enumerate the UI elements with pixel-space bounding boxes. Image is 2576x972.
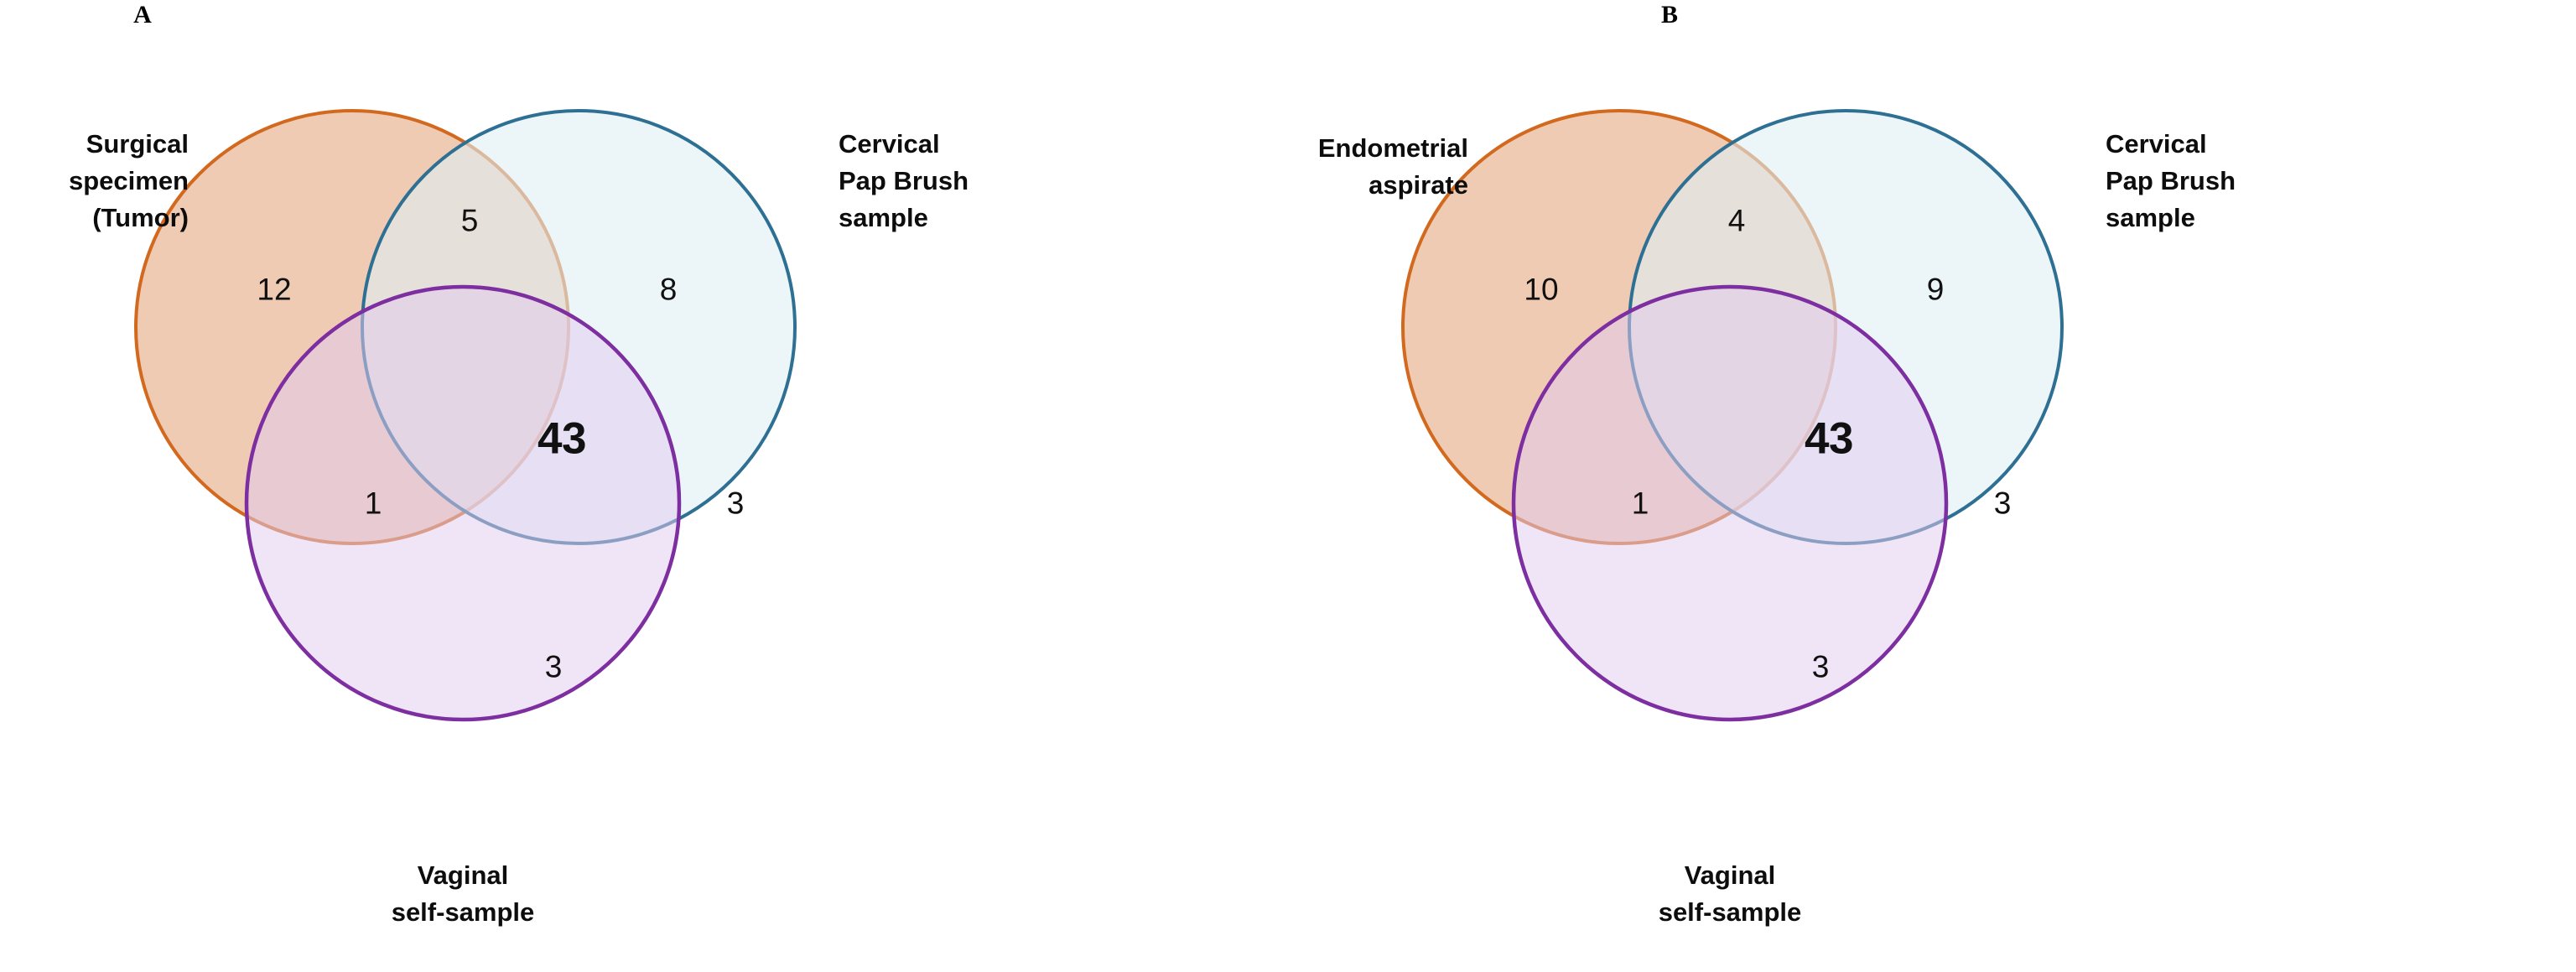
count-right-only-b: 9 [1926,272,1945,307]
panel-a: A Surgical specimen (Tumor) Cervical Pap… [68,1,969,928]
set-label-right-b: Cervical Pap Brush sample [2106,129,2236,233]
count-all-three-a: 43 [538,413,586,464]
count-right-only-a: 8 [659,272,678,307]
count-left-right-a: 5 [460,203,479,238]
count-left-bottom-a: 1 [364,486,382,521]
count-bottom-only-a: 3 [544,649,563,684]
circle-bottom-set-a [244,284,682,722]
panel-b: B Endometrial aspirate Cervical Pap Brus… [1288,0,2576,972]
set-label-right-a: Cervical Pap Brush sample [839,129,969,233]
count-left-only-a: 12 [257,272,292,307]
set-label-left-b: Endometrial aspirate [1317,133,1468,200]
panel-a-letter: A [133,1,152,29]
circle-bottom-set-b [1511,284,1949,722]
count-left-right-b: 4 [1727,203,1746,238]
set-label-bottom-b: Vaginal self-sample [1658,860,1802,928]
count-left-bottom-b: 1 [1631,486,1649,521]
count-bottom-only-b: 3 [1811,649,1830,684]
panel-b-letter: B [1660,1,1678,29]
count-left-only-b: 10 [1524,272,1559,307]
set-label-bottom-a: Vaginal self-sample [391,860,535,928]
set-label-left-a: Surgical specimen (Tumor) [68,129,189,233]
panel-b-venn-graphic [1401,109,2064,722]
panel-a-venn-graphic [134,109,797,722]
count-right-bottom-b: 3 [1993,486,2012,521]
count-right-bottom-a: 3 [726,486,745,521]
count-all-three-b: 43 [1805,413,1853,464]
